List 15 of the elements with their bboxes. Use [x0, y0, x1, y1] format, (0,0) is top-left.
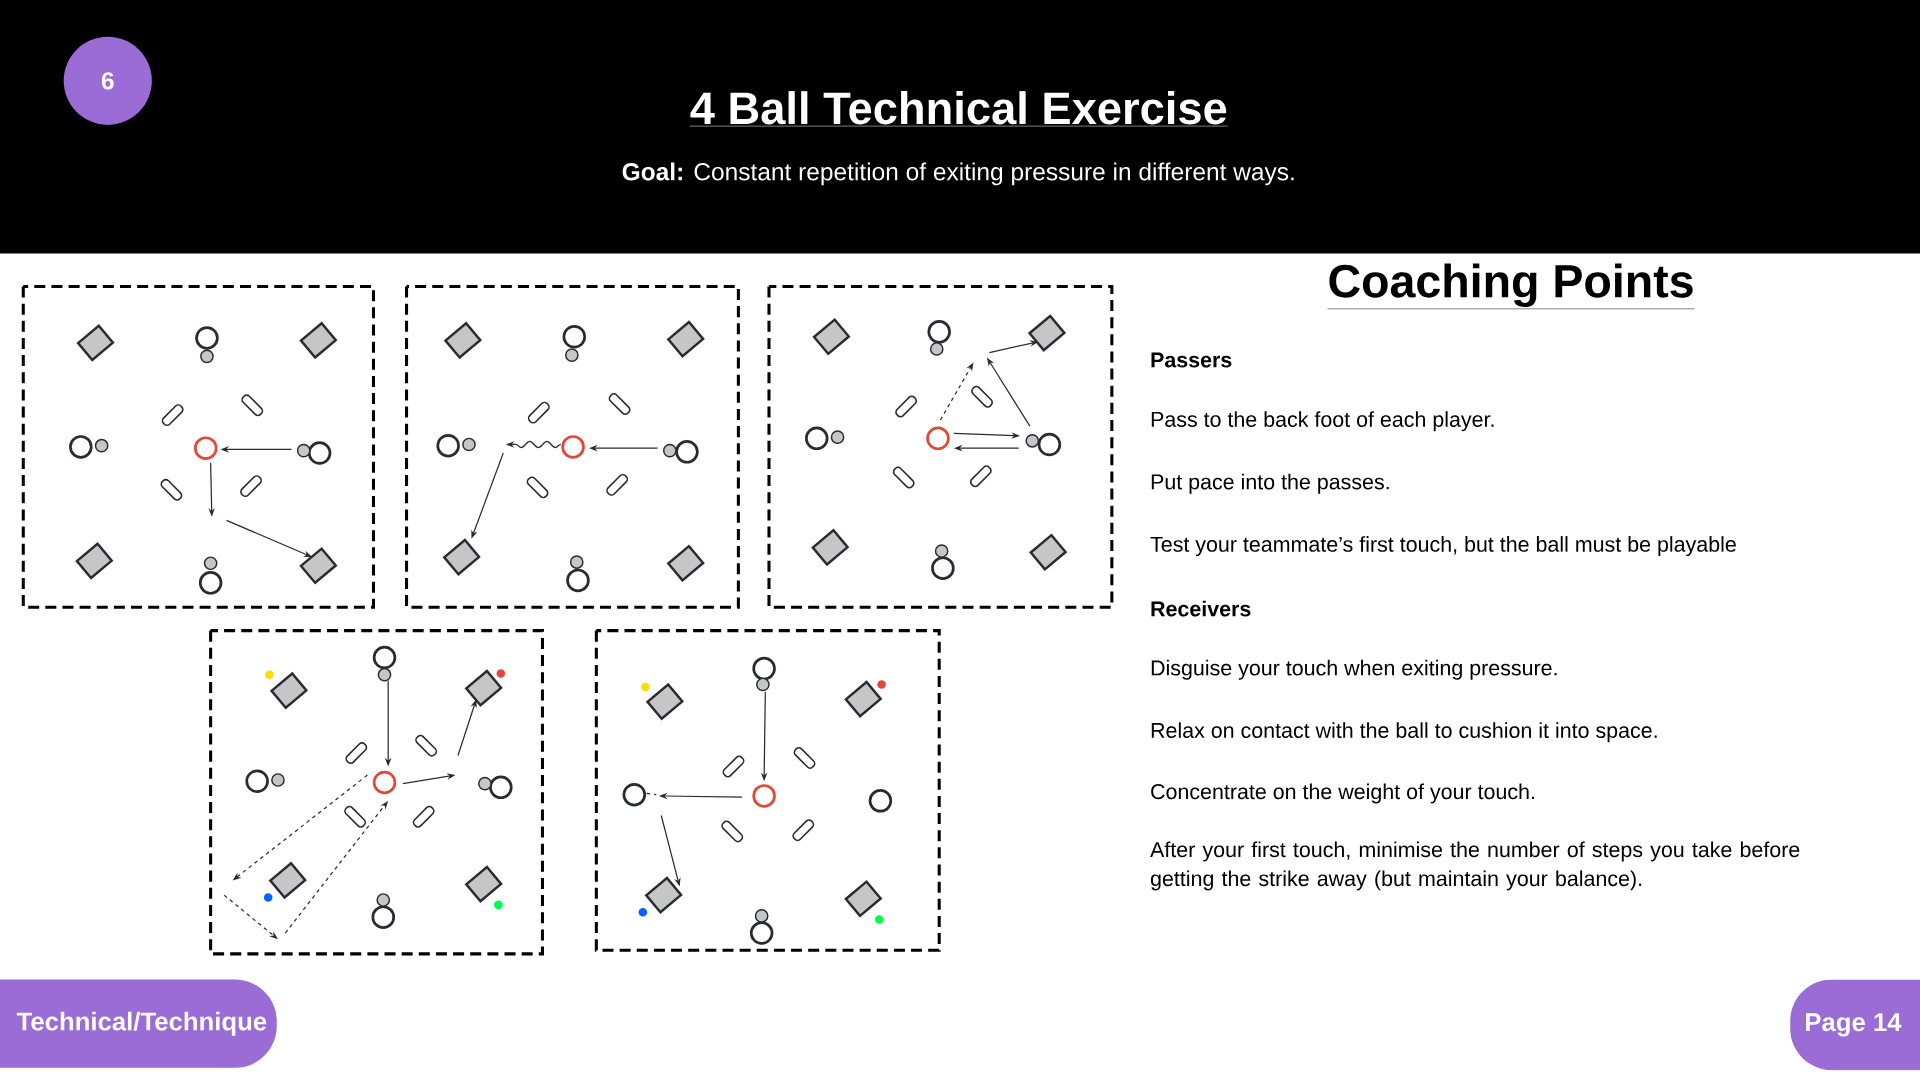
- body-text: Disguise your touch when exiting pressure.: [1151, 659, 1557, 680]
- section-heading: Coaching Points: [1327, 263, 1695, 310]
- page-number-tab: Page 14: [1790, 979, 1920, 1071]
- body-text: After your first touch, minimise the number of steps you take before getting the strike away (but maintain your balance).: [1150, 841, 1800, 891]
- body-text: Relax on contact with the ball to cushion it into space.: [1151, 722, 1657, 743]
- subheading: Receivers: [1151, 600, 1251, 617]
- title: 4 Ball Technical Exercise: [689, 91, 1229, 127]
- subtitle: Goal: Constant repetition of exiting pressure in different ways.: [622, 162, 1294, 186]
- body-text: Test your teammate’s first touch, but the ball must be playable: [1150, 536, 1736, 557]
- body-text: Pass to the back foot of each player.: [1151, 411, 1494, 432]
- body-text: Concentrate on the weight of your touch.: [1151, 783, 1534, 804]
- body-text: Put pace into the passes.: [1151, 473, 1389, 494]
- subheading: Passers: [1151, 352, 1232, 368]
- category-tab: Technical/Technique: [0, 979, 277, 1068]
- number-badge: 6: [63, 36, 152, 125]
